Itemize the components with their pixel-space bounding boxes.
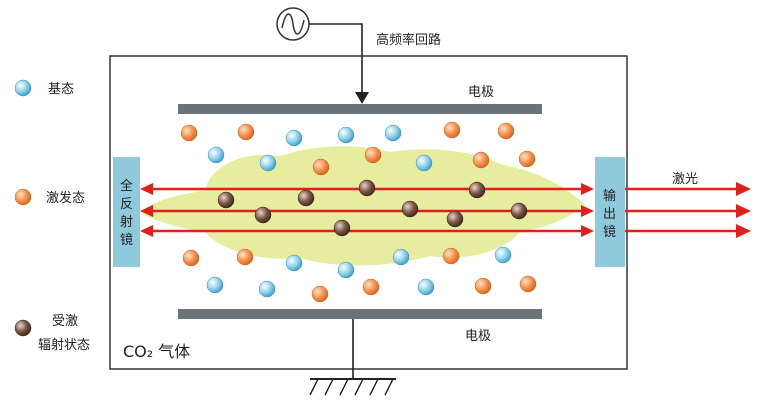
excited-state-particles [180,121,537,303]
top-electrode-label: 电极 [468,85,494,100]
bottom-electrode-label: 电极 [465,329,491,344]
total-reflection-mirror [113,157,140,267]
legend-excited-icon [14,188,32,206]
output-mirror-char-3: 镜 [603,225,616,240]
laser-label: 激光 [672,172,698,187]
rf-wire [309,23,363,96]
total-mirror-char-3: 射 [120,214,133,230]
legend: 基态 激发态 受激 辐射状态 [14,79,90,353]
total-mirror-char-1: 全 [120,178,133,194]
rf-arrowhead [355,92,369,104]
output-laser-beams [625,182,751,238]
rf-circuit-label: 高频率回路 [376,32,441,48]
top-electrode [178,104,542,114]
legend-stimulated-label-2: 辐射状态 [38,337,90,353]
plasma-glow [140,146,585,266]
sine-wave-source-icon [276,7,310,41]
output-mirror [595,157,625,267]
bottom-electrode [178,309,542,319]
total-mirror-char-4: 镜 [120,233,133,248]
legend-stimulated-icon [14,319,32,337]
legend-ground-icon [14,79,32,97]
gas-label: CO₂ 气体 [123,342,190,361]
legend-stimulated-label-1: 受激 [52,314,78,329]
legend-ground-label: 基态 [48,82,74,97]
output-mirror-char-2: 出 [603,207,616,222]
ground-symbol-icon [309,378,396,396]
total-mirror-char-2: 反 [120,197,133,212]
output-mirror-char-1: 输 [603,188,616,204]
stimulated-emission-particles [217,179,528,237]
legend-excited-label: 激发态 [46,190,85,206]
ground-state-particles [206,124,512,298]
